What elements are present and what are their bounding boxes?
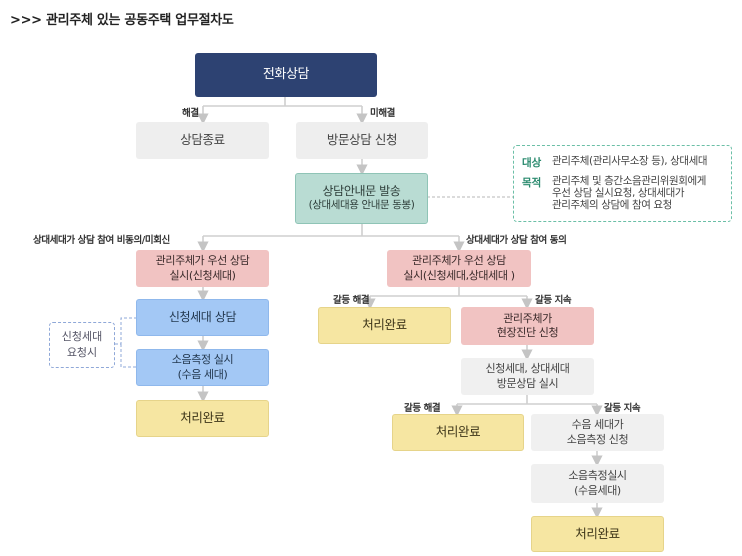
left-priority-consult-line1: 관리주체가 우선 상담 [155, 254, 250, 268]
onsite-diagnosis-node: 관리주체가 현장진단 신청 [461, 307, 594, 345]
both-visit-line2: 방문상담 실시 [496, 376, 559, 390]
left-priority-consult-line2: 실시(신청세대) [169, 268, 236, 282]
conflict-continue-label-2: 갈등 지속 [604, 403, 641, 414]
phone-consult-node: 전화상담 [195, 53, 377, 97]
left-priority-consult-node: 관리주체가 우선 상담 실시(신청세대) [136, 250, 269, 287]
consult-end-node: 상담종료 [136, 122, 269, 159]
onsite-diagnosis-line2: 현장진단 신청 [496, 326, 559, 339]
visit-request-label: 방문상담 신청 [326, 132, 398, 148]
mid-done-label: 처리완료 [362, 317, 407, 333]
notice-send-node: 상담안내문 발송 (상대세대용 안내문 동봉) [295, 173, 428, 224]
mid-done-node: 처리완료 [318, 307, 451, 344]
conflict-resolved-label-1: 갈등 해결 [333, 295, 370, 306]
applicant-request-note: 신청세대 요청시 [49, 322, 115, 368]
conflict-resolved-label-2: 갈등 해결 [404, 403, 441, 414]
visit-request-node: 방문상담 신청 [296, 122, 428, 159]
noise-measure-node: 소음측정 실시 (수음 세대) [136, 349, 269, 386]
right-priority-consult-node: 관리주체가 우선 상담 실시(신청세대,상대세대 ) [387, 250, 531, 287]
mid2-done-node: 처리완료 [392, 414, 524, 451]
note-target-key: 대상 [522, 157, 542, 169]
applicant-consult-node: 신청세대 상담 [136, 299, 269, 336]
resolved-label: 해결 [182, 108, 199, 119]
receiver-request-line1: 수음 세대가 [571, 418, 624, 432]
applicant-consult-label: 신청세대 상담 [168, 309, 237, 324]
note-purpose-line2: 우선 상담 실시요청, 상대세대가 [552, 187, 685, 199]
note-purpose-line1: 관리주체 및 층간소음관리위원회에게 [552, 175, 707, 187]
left-done-node: 처리완료 [136, 400, 269, 437]
both-visit-line1: 신청세대, 상대세대 [485, 362, 570, 376]
notice-info-note [513, 145, 732, 222]
both-visit-node: 신청세대, 상대세대 방문상담 실시 [461, 358, 594, 395]
receiver-request-line2: 소음측정 신청 [566, 432, 629, 446]
noise-measure2-line1: 소음측정실시 [568, 469, 627, 483]
final-done-node: 처리완료 [531, 516, 664, 552]
noise-measure2-line2: (수음세대) [574, 483, 621, 497]
onsite-diagnosis-line1: 관리주체가 [503, 311, 552, 325]
consult-end-label: 상담종료 [180, 132, 225, 148]
left-branch-label: 상대세대가 상담 참여 비동의/미회신 [33, 235, 170, 246]
mid2-done-label: 처리완료 [435, 424, 481, 440]
page-title: >>> 관리주체 있는 공동주택 업무절차도 [10, 13, 234, 28]
phone-consult-label: 전화상담 [262, 66, 310, 82]
right-priority-consult-line1: 관리주체가 우선 상담 [412, 254, 506, 268]
note-purpose-key: 목적 [522, 177, 542, 189]
receiver-request-node: 수음 세대가 소음측정 신청 [531, 414, 664, 451]
noise-measure-line2: (수음 세대) [177, 367, 228, 381]
applicant-request-line2: 요청시 [66, 346, 98, 359]
conflict-continue-label-1: 갈등 지속 [535, 295, 572, 306]
applicant-request-line1: 신청세대 [61, 330, 103, 344]
note-target-text: 관리주체(관리사무소장 등), 상대세대 [552, 155, 708, 167]
note-purpose-line3: 관리주체의 상담에 참여 요청 [552, 199, 672, 211]
notice-send-sublabel: (상대세대용 안내문 동봉) [308, 199, 415, 212]
left-done-label: 처리완료 [180, 410, 225, 426]
unresolved-label: 미해결 [370, 108, 396, 119]
final-done-label: 처리완료 [575, 525, 620, 541]
notice-send-label: 상담안내문 발송 [322, 183, 401, 198]
right-branch-label: 상대세대가 상담 참여 동의 [466, 235, 567, 246]
noise-measure-line1: 소음측정 실시 [171, 353, 234, 367]
right-priority-consult-line2: 실시(신청세대,상대세대 ) [403, 268, 515, 282]
noise-measure2-node: 소음측정실시 (수음세대) [531, 464, 664, 503]
